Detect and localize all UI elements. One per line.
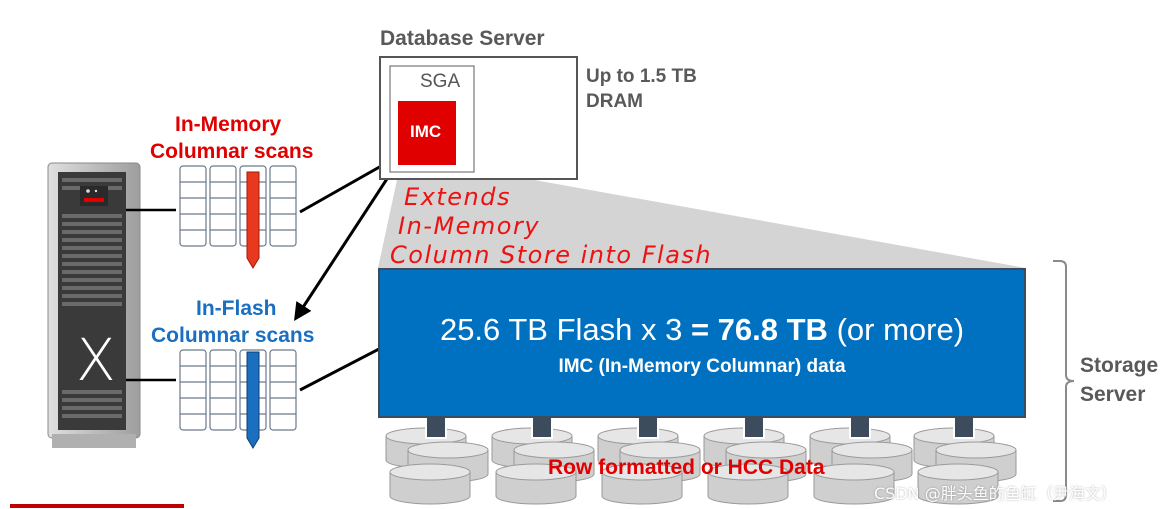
storage-server-line1: Storage	[1080, 354, 1159, 377]
in-flash-column-grid	[179, 349, 297, 431]
flash-capacity-total: = 76.8 TB	[690, 312, 828, 347]
in-memory-scan-bar	[246, 171, 260, 269]
database-server-title: Database Server	[380, 27, 545, 50]
imc-box	[398, 101, 456, 165]
dram-capacity-line2: DRAM	[586, 91, 643, 112]
footer-red-rule	[10, 504, 184, 508]
imc-label: IMC	[410, 122, 442, 141]
disk-front-1	[389, 463, 471, 505]
flash-capacity-prefix: 25.6 TB Flash x 3	[439, 312, 691, 347]
disk-front-2	[495, 463, 577, 505]
in-memory-scans-line2: Columnar scans	[150, 140, 314, 163]
sga-label: SGA	[420, 71, 461, 92]
extends-line2: In-Memory	[398, 212, 541, 240]
flash-capacity-text: 25.6 TB Flash x 3 = 76.8 TB (or more)	[380, 312, 1024, 348]
in-flash-scan-bar	[246, 351, 260, 449]
disk-stacks	[385, 427, 1017, 505]
projection-wedge	[378, 166, 1026, 268]
in-flash-scans-line2: Columnar scans	[151, 324, 315, 347]
disk-front-5	[813, 463, 895, 505]
in-memory-scans-line1: In-Memory	[175, 113, 282, 136]
disk-front-6	[917, 463, 999, 505]
disk-front-4	[707, 463, 789, 505]
extends-line3: Column Store into Flash	[390, 241, 713, 269]
arrow-imc-flash-bidirectional	[294, 158, 400, 322]
flash-capacity-banner: 25.6 TB Flash x 3 = 76.8 TB (or more) IM…	[378, 268, 1026, 418]
dram-capacity-line1: Up to 1.5 TB	[586, 66, 697, 87]
in-memory-column-grid	[179, 165, 297, 247]
flash-capacity-suffix: (or more)	[827, 312, 965, 347]
disk-front-3	[601, 463, 683, 505]
rack-x-letter: X	[76, 326, 116, 394]
csdn-watermark: CSDN @胖头鱼的鱼缸（尹海文）	[874, 484, 1117, 503]
storage-server-bracket	[1053, 260, 1075, 502]
storage-server-line2: Server	[1080, 383, 1146, 406]
flash-capacity-subtitle: IMC (In-Memory Columnar) data	[558, 356, 846, 377]
row-data-label: Row formatted or HCC Data	[548, 456, 825, 479]
server-rack-icon	[47, 162, 141, 448]
extends-line1: Extends	[404, 183, 511, 211]
in-flash-scans-line1: In-Flash	[196, 297, 277, 320]
